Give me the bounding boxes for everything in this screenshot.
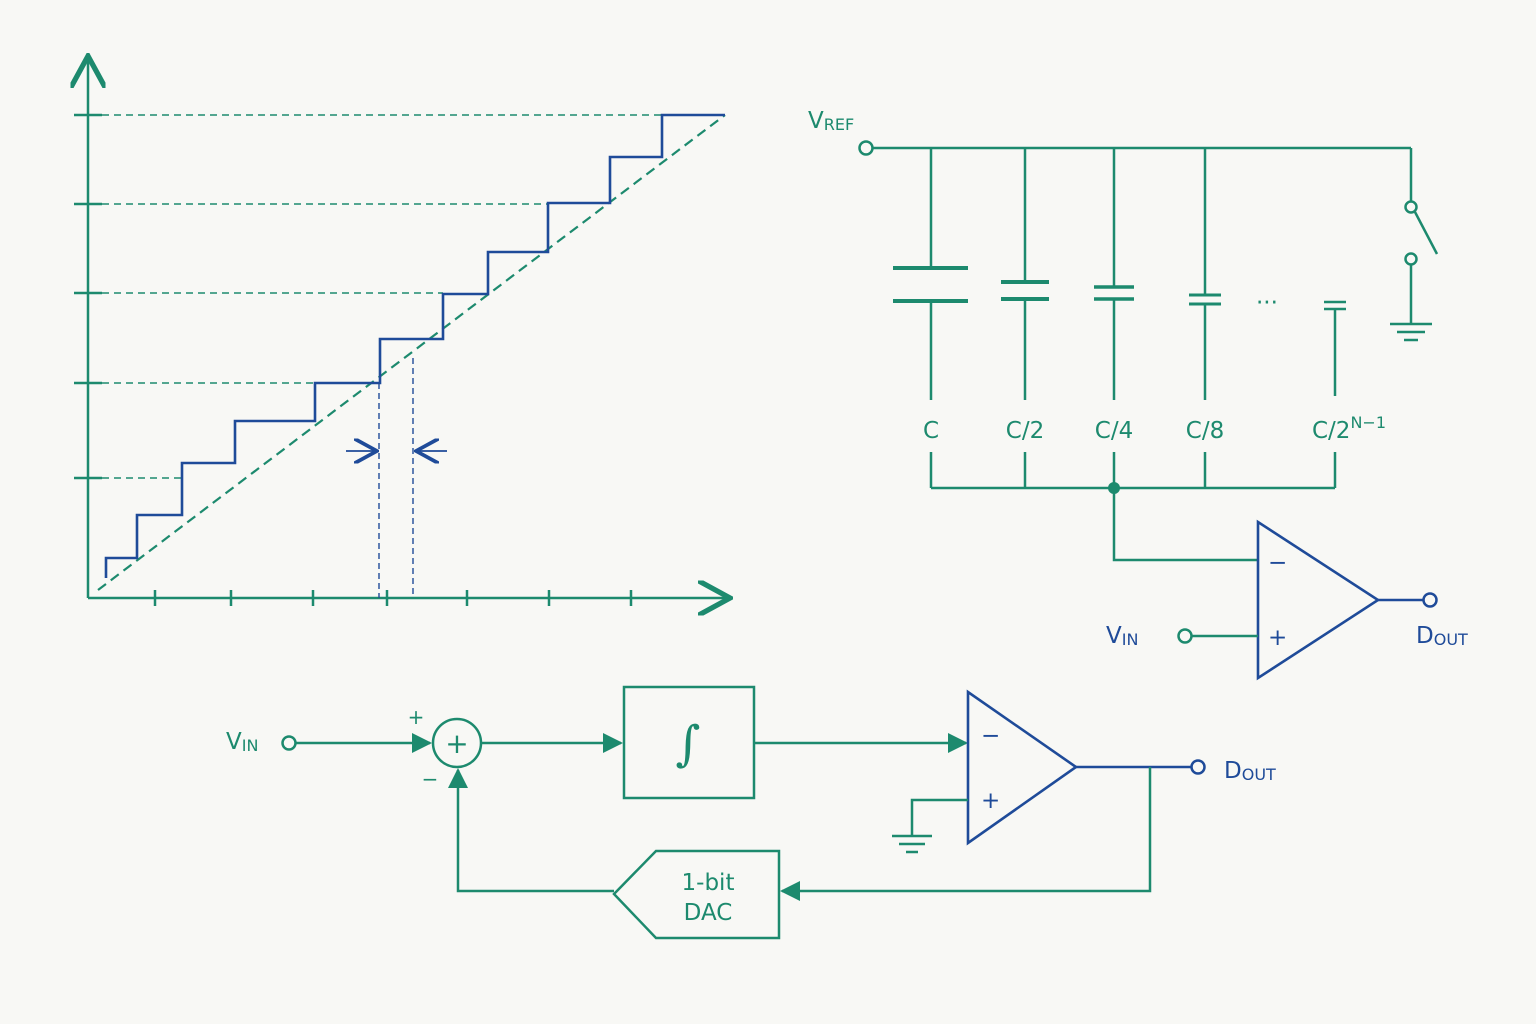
sd-vin-label: VIN [226,729,258,755]
dac-block [612,849,781,940]
transfer-characteristic [74,56,730,606]
sd-ground-icon [892,834,932,854]
sar-comparator [1256,519,1381,681]
sigma-delta-modulator: VIN + + − ∫ − + DOUT 1-bit DAC [226,685,1276,940]
cap-label-c4: C/4 [1095,418,1133,444]
feedback-wire [780,767,1152,901]
sd-dout-terminal [1190,759,1206,775]
dac-label-line2: DAC [684,900,733,926]
sum-plus-sign: + [408,705,425,729]
sd-comparator-minus: − [981,723,1000,749]
cap-label-c2: C/2 [1006,418,1044,444]
cap-label-c-last: C/2N−1 [1312,413,1386,444]
lsb-marker [346,358,447,598]
sar-dout-terminal [1422,592,1438,608]
sar-comparator-minus: − [1268,550,1287,576]
sar-dout-label: DOUT [1416,623,1468,649]
sar-capacitor-dac: VREF ··· [808,108,1468,681]
sd-vin-terminal [281,735,297,751]
reset-switch [1404,148,1439,324]
sum-minus-sign: − [422,767,439,791]
capacitor-c [893,148,968,400]
ideal-transfer-line [97,114,726,591]
sar-vin-label: VIN [1106,623,1138,649]
capacitor-c-half [1001,148,1049,400]
vref-terminal [858,140,874,156]
capacitor-c-quarter [1094,148,1134,400]
integrator-symbol: ∫ [675,716,700,772]
sd-ground-wire [910,798,968,836]
dac-to-sum-wire [448,768,614,893]
bus-junction-dot [1108,482,1120,494]
x-ticks [153,590,633,606]
y-ticks [74,113,102,480]
sd-dout-label: DOUT [1224,758,1276,784]
ground-icon [1390,322,1432,342]
cap-label-c8: C/8 [1186,418,1224,444]
quantized-staircase [104,113,725,578]
summing-junction-symbol: + [445,727,468,760]
capacitor-c-eighth [1189,148,1221,400]
capacitor-ellipsis: ··· [1256,290,1278,316]
sar-comparator-plus: + [1268,625,1287,651]
bottom-plate-bus [929,452,1337,562]
sd-comparator [966,689,1079,846]
level-guides [102,114,662,479]
sd-comparator-plus: + [981,788,1000,814]
vref-label: VREF [808,108,854,134]
capacitor-c-last [1324,300,1346,396]
cap-label-c: C [923,418,939,444]
dac-label-line1: 1-bit [682,870,735,896]
sar-vin-terminal [1177,628,1193,644]
